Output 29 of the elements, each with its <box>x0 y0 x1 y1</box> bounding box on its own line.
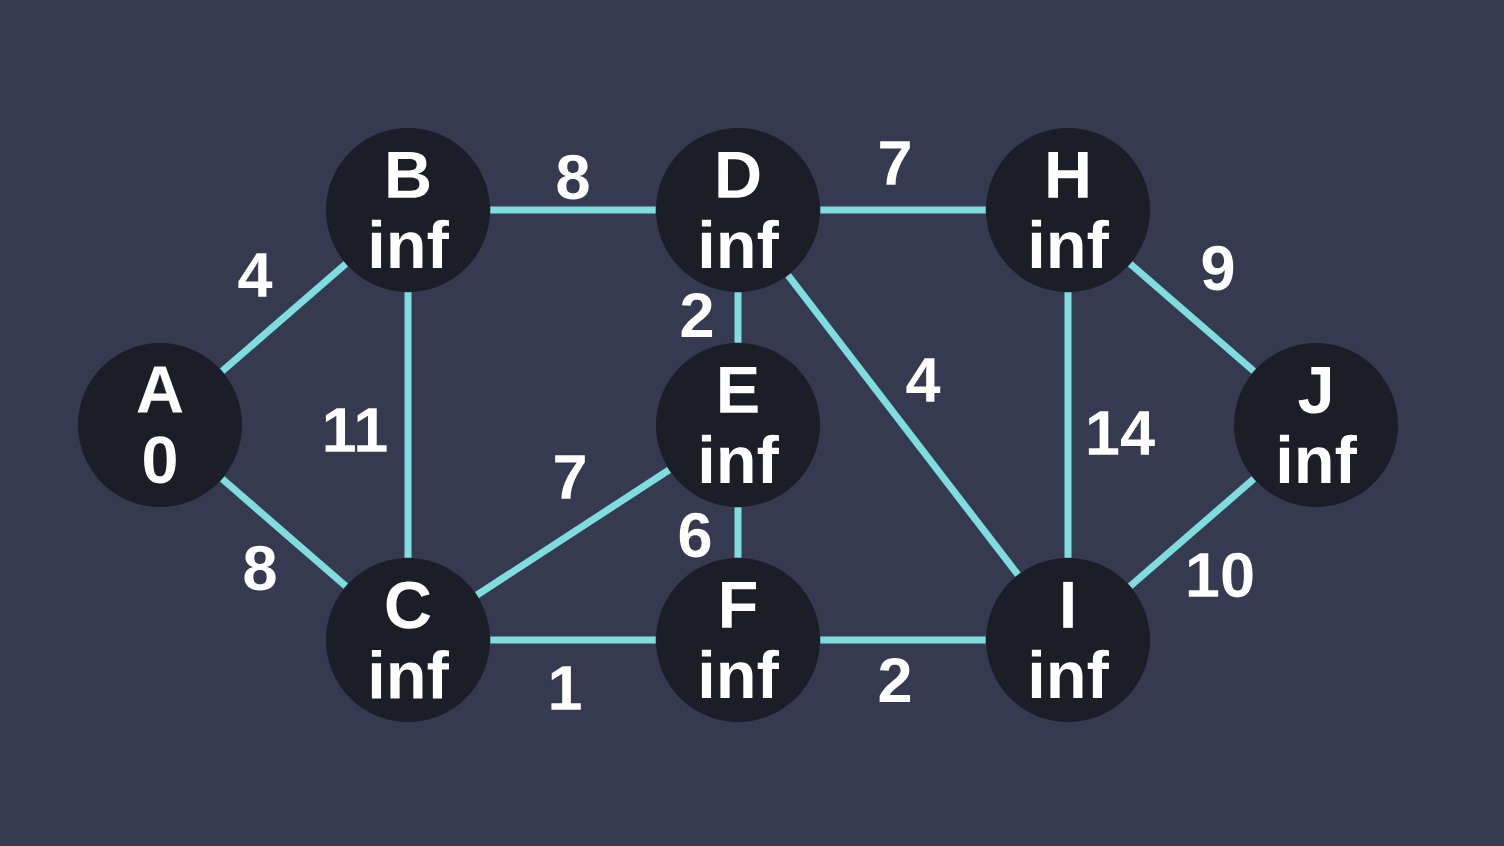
weight-label: 7 <box>555 455 585 499</box>
graph-node: C inf <box>326 558 490 722</box>
weight-label: 8 <box>557 154 589 200</box>
graph-node: A 0 <box>78 343 242 507</box>
graph-node: J inf <box>1234 343 1398 507</box>
weight-label: 10 <box>1188 552 1253 598</box>
graph-node: B inf <box>326 128 490 292</box>
weight-label: 9 <box>1202 245 1234 291</box>
graph-node: E inf <box>656 343 820 507</box>
graph-node: H inf <box>986 128 1150 292</box>
edge-line <box>219 261 349 374</box>
weight-label: 4 <box>906 358 941 402</box>
weight-label: 11 <box>325 408 387 452</box>
edge-line <box>785 273 1021 577</box>
edge-line <box>475 467 671 598</box>
graph-node: I inf <box>986 558 1150 722</box>
weight-label: 14 <box>1088 411 1155 455</box>
weight-label: 8 <box>244 545 276 591</box>
weight-label: 1 <box>551 666 581 710</box>
weight-label: 6 <box>679 512 711 558</box>
edge-line <box>1127 476 1257 589</box>
edge-line <box>1127 261 1257 374</box>
weight-label: 4 <box>238 253 273 297</box>
weight-label: 2 <box>681 292 713 338</box>
weight-label: 2 <box>879 657 911 703</box>
weight-label: 7 <box>880 141 910 185</box>
graph-node: F inf <box>656 558 820 722</box>
graph-node: D inf <box>656 128 820 292</box>
edge-line <box>219 476 349 589</box>
